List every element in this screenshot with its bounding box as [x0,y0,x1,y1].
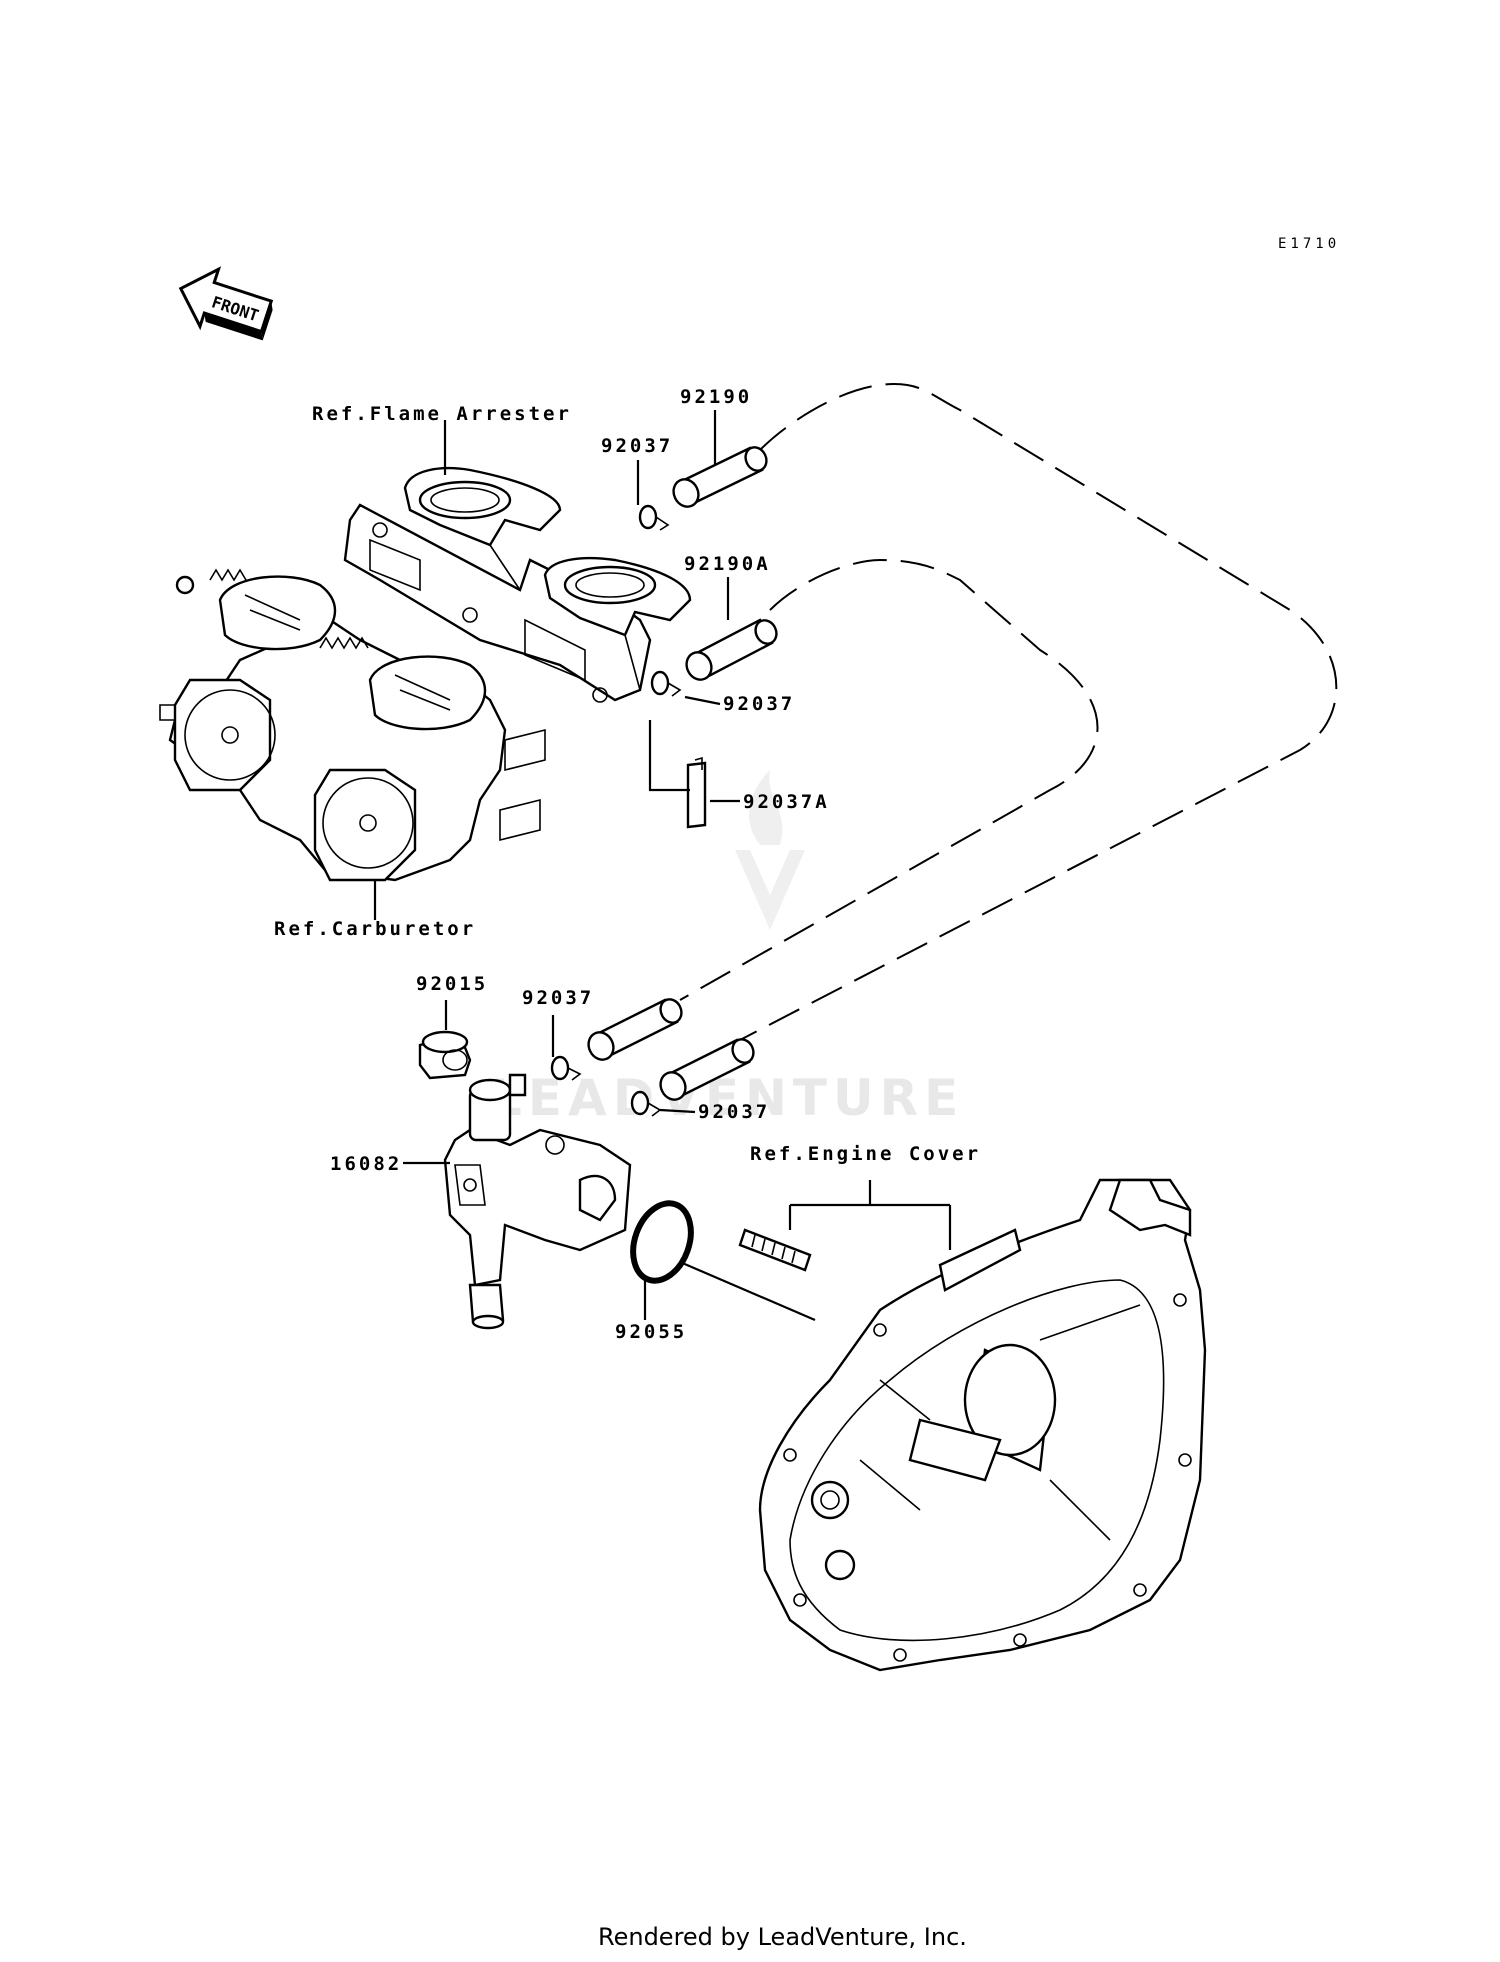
clamp-92037-mid [650,670,682,697]
front-arrow-icon: FRONT [178,266,274,341]
carburetor-assembly [159,568,546,882]
label-92190a: 92190A [684,553,771,575]
cap-92015 [418,1030,472,1080]
clamp-92037-lower-2 [630,1090,662,1117]
clamp-92037-lower-1 [550,1055,582,1081]
label-ref-carburetor: Ref.Carburetor [274,918,476,940]
label-92037-top: 92037 [601,435,673,457]
leadventure-watermark: LEADVENTURE [490,770,964,1127]
hose-routing-lines [679,383,1338,1041]
stud-bolt [738,1228,812,1272]
label-16082: 16082 [330,1153,402,1175]
label-92055: 92055 [615,1321,687,1343]
label-92037a: 92037A [743,791,830,813]
clamp-92037-top [638,504,670,531]
diagram-code: E1710 [1278,236,1340,252]
hose-lower-2 [659,1038,755,1101]
label-92037-mid: 92037 [723,693,795,715]
label-92037-lower-1: 92037 [522,987,594,1009]
label-ref-engine-cover: Ref.Engine Cover [750,1143,981,1165]
label-92190: 92190 [680,386,752,408]
hose-92190A [685,618,778,681]
flame-arrester-assembly [343,466,692,703]
valve-16082 [443,1073,632,1330]
clamp-92037A [686,756,707,829]
hose-92190 [672,446,768,508]
label-ref-flame-arrester: Ref.Flame Arrester [312,403,572,425]
engine-cover [758,1178,1207,1672]
footer-credit: Rendered by LeadVenture, Inc. [598,1923,967,1951]
o-ring-92055 [630,1200,694,1284]
hose-lower-1 [587,998,683,1061]
label-92015: 92015 [416,973,488,995]
label-92037-lower-2: 92037 [698,1101,770,1123]
leader-lines [373,410,952,1322]
watermark-text: LEADVENTURE [490,1069,964,1127]
